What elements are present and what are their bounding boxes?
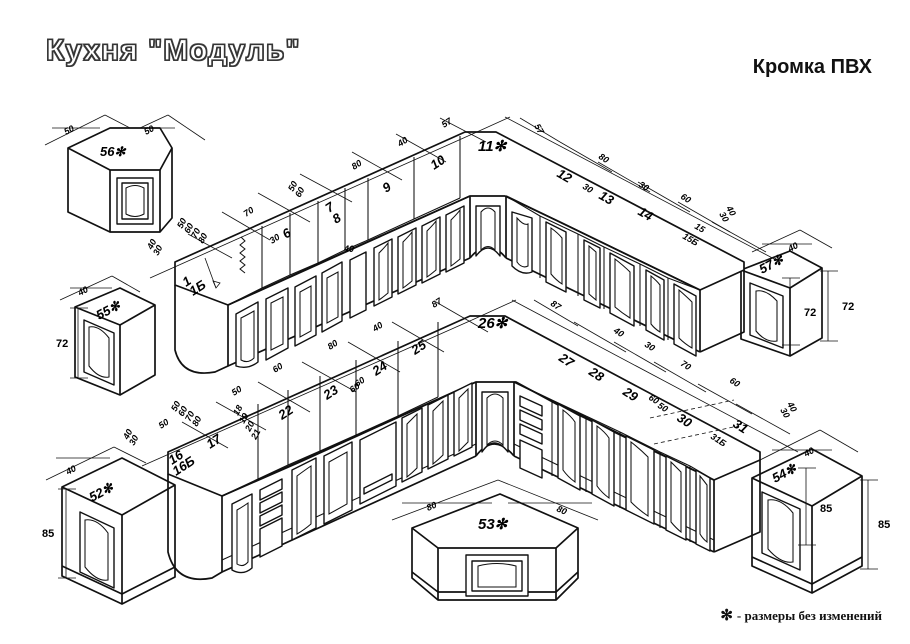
- cabinet-53[interactable]: 80 80 53✻: [391, 479, 599, 601]
- dim-cab-52-w: 40: [63, 463, 77, 477]
- module-label-21: 21: [248, 427, 262, 441]
- dim-cab-52-h: 85: [42, 528, 54, 540]
- module-label-20: 20: [242, 419, 256, 433]
- dim-upper-3: 60: [293, 185, 307, 199]
- dim-cab-56-w2: 50: [142, 123, 156, 137]
- dim-upper-10: 30: [581, 181, 595, 195]
- edge-material-label: Кромка ПВХ: [752, 56, 872, 78]
- dim-upper-5: 80: [350, 158, 364, 172]
- cabinet-57[interactable]: 40 72 57✻: [740, 229, 854, 357]
- upper-cabinet-run[interactable]: 1 1Б 6 7 8 9 10 11✻ 12 13 14 15 15Б: [144, 115, 816, 374]
- dim-cab-53-w1: 80: [425, 500, 438, 513]
- dim-upper-8: 57: [532, 122, 546, 137]
- dim-lower-5: 60: [348, 381, 362, 395]
- dim-upper-stack-80: 80: [196, 231, 210, 245]
- dim-lower-0: 50: [230, 384, 244, 398]
- module-label-15: 15: [693, 221, 708, 235]
- dim-lower-stack-60: 60: [176, 404, 190, 418]
- dim-lower-2: 60: [271, 361, 285, 375]
- dim-upper-13: 40: [724, 203, 738, 218]
- label-cab-56: 56✻: [100, 144, 126, 159]
- dim-upper-pair-30: 30: [151, 243, 165, 257]
- module-label-11: 11✻: [478, 138, 508, 155]
- page-title: Кухня "Модуль": [45, 33, 301, 67]
- dim-cab-55-h: 72: [56, 338, 68, 350]
- asterisk-icon: ✻: [720, 607, 733, 624]
- dim-upper-7: 57: [440, 115, 455, 129]
- dim-lower-6: 40: [370, 320, 385, 334]
- cabinet-56[interactable]: 50 50 56✻: [44, 114, 206, 233]
- dim-lower-3: 60: [353, 375, 367, 389]
- dim-lower-stack-80: 80: [190, 414, 204, 428]
- dim-cab-57-w: 40: [785, 240, 799, 254]
- label-cab-53: 53✻: [478, 516, 509, 533]
- dim-lower-stack-50: 50: [169, 399, 183, 413]
- dim-cab-57-h: 72: [842, 301, 854, 313]
- dim-upper-pair-40: 40: [144, 237, 158, 251]
- dim-lower-4: 80: [326, 338, 340, 352]
- dim-upper-4: 40: [343, 244, 354, 254]
- dim-upper-height: 72: [804, 307, 816, 319]
- dim-upper-12: 60: [679, 191, 693, 205]
- dim-upper-1: 30: [268, 232, 282, 246]
- dim-upper-9: 80: [597, 151, 611, 165]
- dim-lower-pair-30: 30: [127, 433, 141, 447]
- module-label-26: 26✻: [477, 315, 509, 332]
- dim-upper-11: 30: [637, 179, 651, 193]
- footnote-text: - размеры без изменений: [736, 608, 882, 623]
- dim-cab-54-h: 85: [878, 519, 890, 531]
- dim-upper-14: 30: [717, 210, 731, 224]
- dim-cab-53-w2: 80: [555, 504, 568, 517]
- dim-lower-11: 70: [679, 358, 693, 372]
- dim-lower-10: 30: [643, 339, 657, 353]
- dim-lower-7: 87: [430, 295, 445, 309]
- dim-lower-12: 60: [647, 392, 661, 406]
- dim-lower-pair-40: 40: [120, 427, 134, 441]
- dim-upper-2: 50: [286, 179, 300, 193]
- dim-lower-9: 40: [611, 325, 626, 339]
- dim-upper-stack-60: 60: [182, 221, 196, 235]
- dim-upper-stack-70: 70: [189, 226, 203, 240]
- module-label-31: 31: [730, 416, 750, 436]
- footnote: ✻ - размеры без изменений: [720, 608, 882, 624]
- dim-upper-stack-50: 50: [175, 216, 189, 230]
- dim-lower-16: 30: [778, 406, 792, 420]
- lower-cabinet-run[interactable]: 50 60 70 80 40 30 16 16Б 17 18 19 20 21 …: [120, 295, 832, 580]
- module-label-18: 18: [231, 403, 245, 417]
- dim-lower-13: 50: [656, 400, 670, 414]
- dim-cab-54-w: 40: [801, 445, 815, 459]
- dim-lower-stack-70: 70: [183, 409, 197, 423]
- dim-lower-1: 50: [157, 417, 171, 431]
- dim-upper-0: 70: [242, 205, 256, 219]
- dim-cab-56-w1: 50: [62, 123, 76, 137]
- module-label-19: 19: [237, 411, 251, 425]
- dim-lower-14: 60: [728, 375, 742, 389]
- cabinet-52[interactable]: 40 85 52✻: [42, 446, 176, 605]
- dim-lower-height: 85: [820, 503, 832, 515]
- dim-upper-6: 40: [395, 135, 410, 149]
- dim-lower-15: 40: [785, 399, 799, 414]
- cabinet-55[interactable]: 40 72 55✻: [56, 275, 156, 396]
- dim-cab-55-w: 40: [75, 284, 89, 298]
